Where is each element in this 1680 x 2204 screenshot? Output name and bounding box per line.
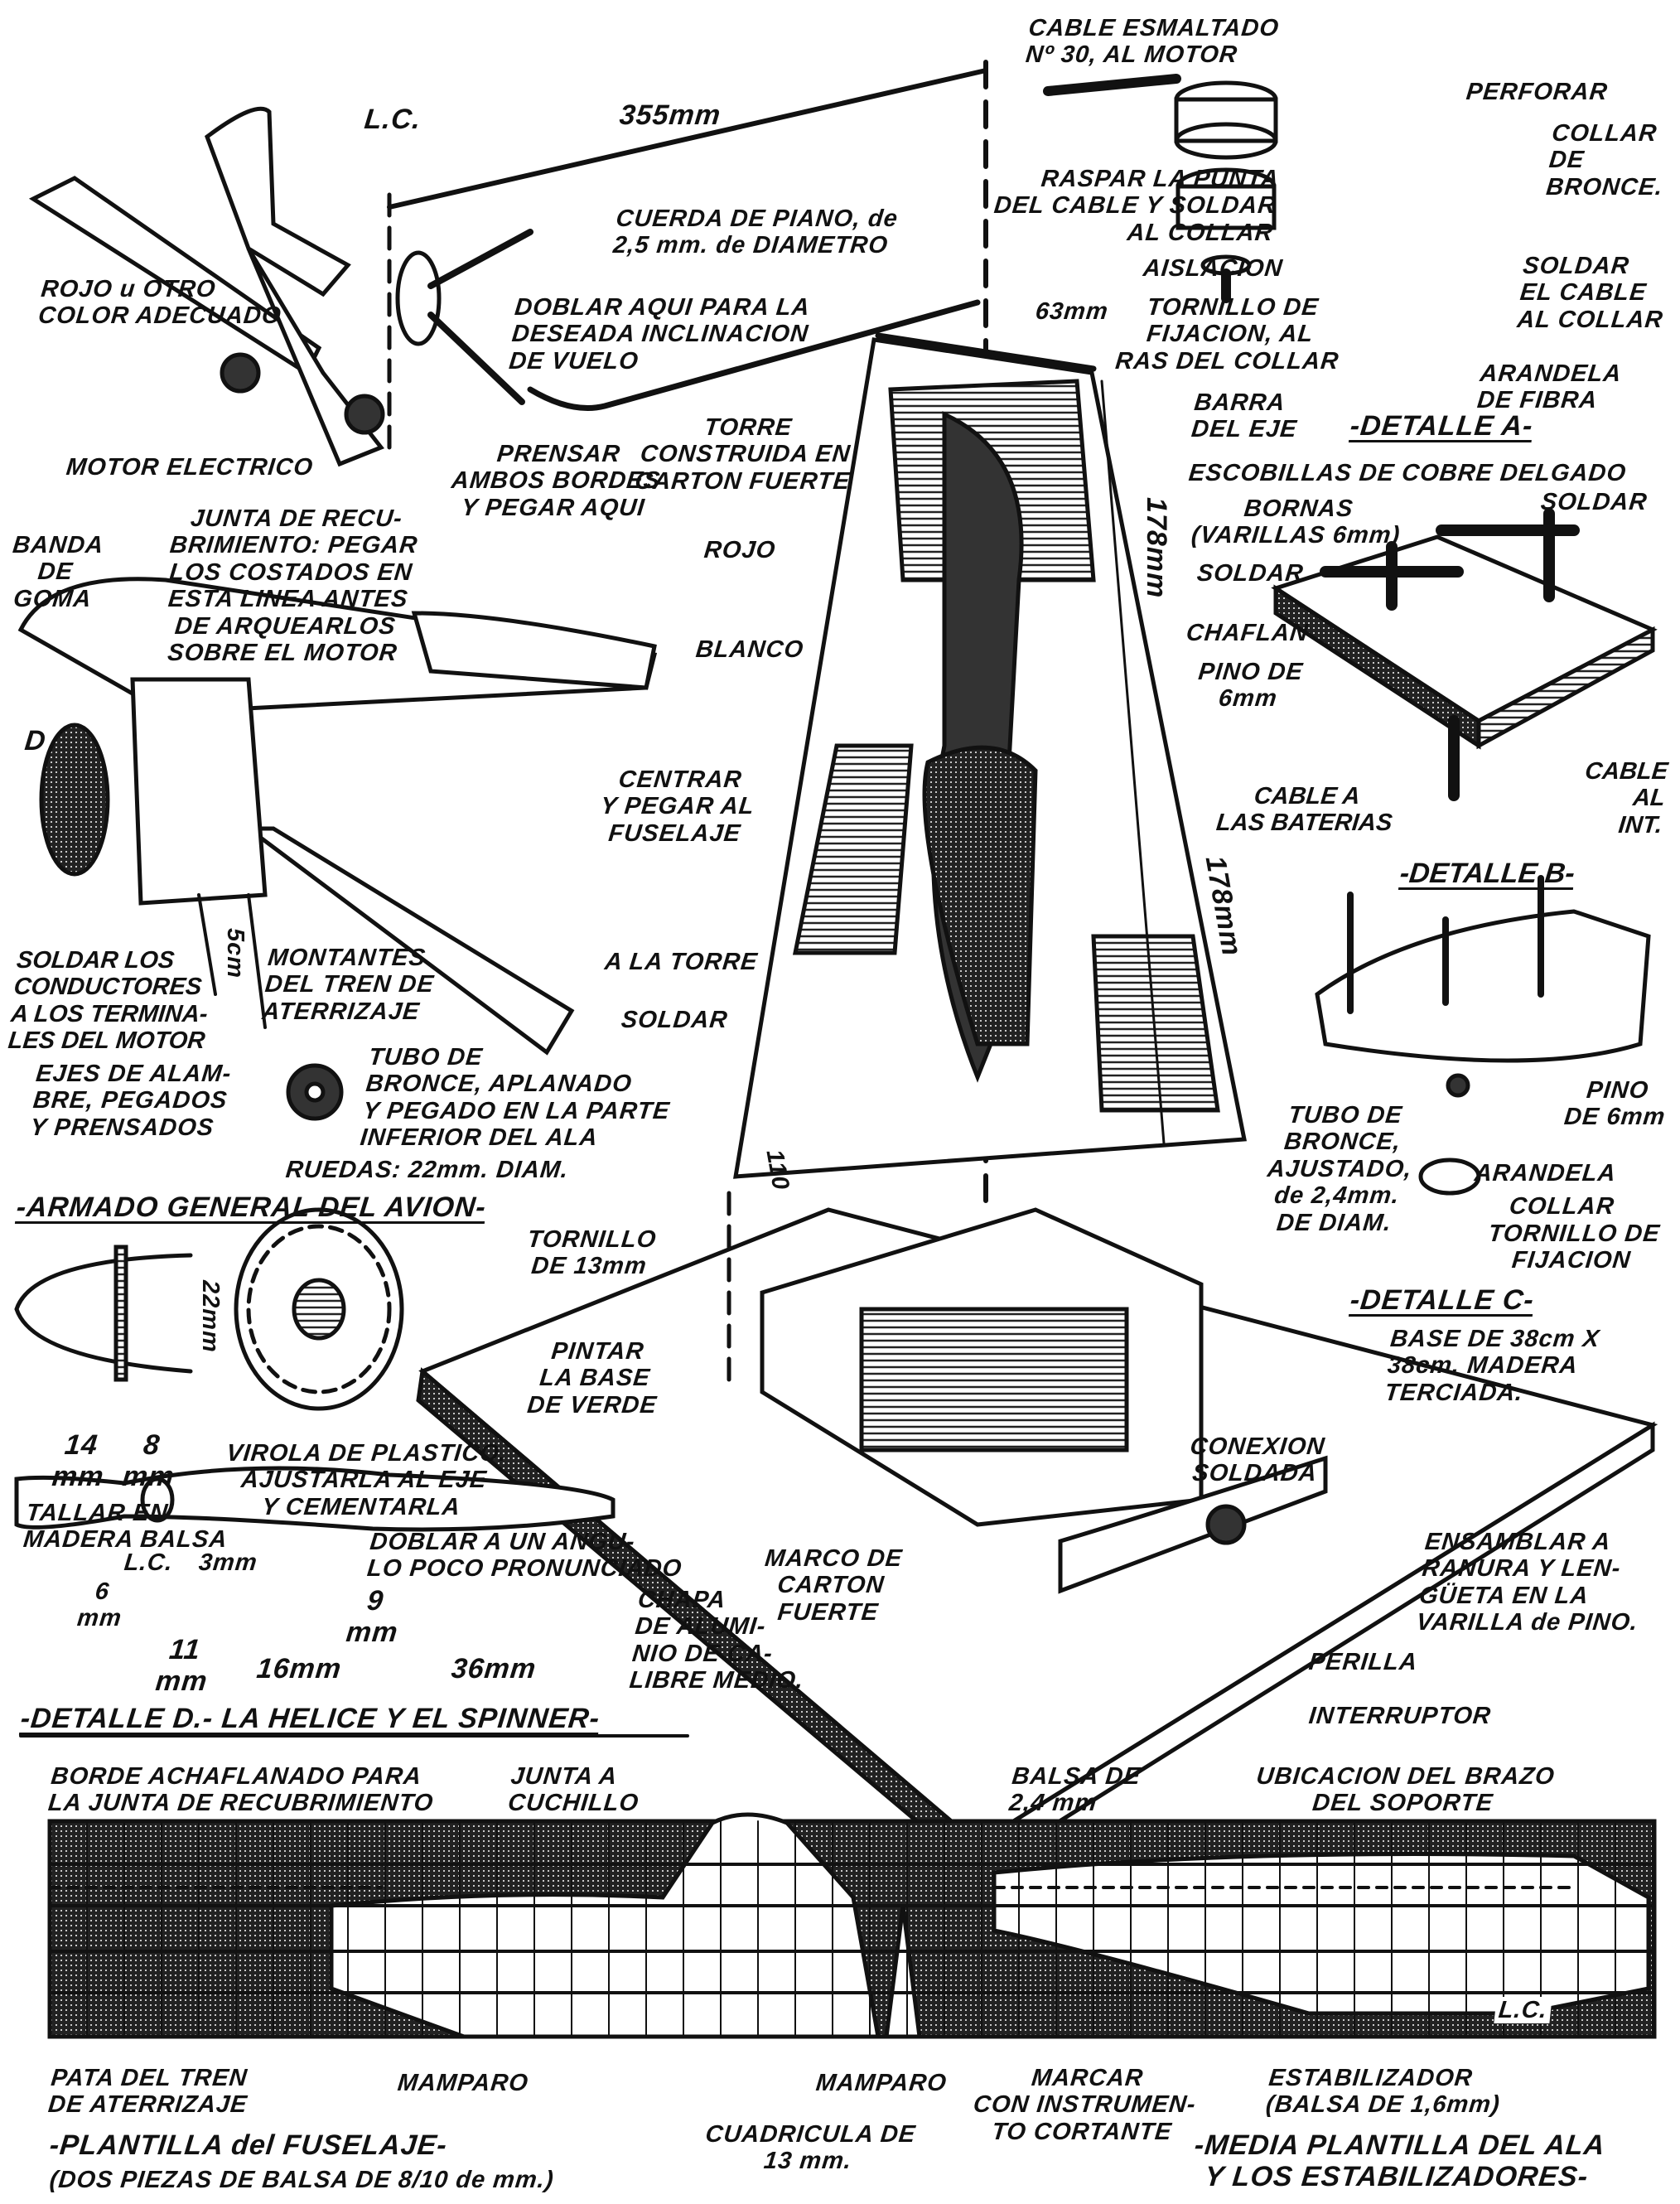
dim-36mm-label: 36mm bbox=[450, 1653, 538, 1684]
dim-16mm-label: 16mm bbox=[255, 1653, 344, 1684]
cable-int-label: CABLE AL INT. bbox=[1583, 758, 1670, 839]
wing-template-title: -MEDIA PLANTILLA DEL ALA Y LOS ESTABILIZ… bbox=[1193, 2129, 1607, 2193]
detail-d-title: -DETALLE D.- LA HELICE Y EL SPINNER- bbox=[19, 1703, 602, 1734]
balsa-24-label: BALSA DE 2,4 mm bbox=[1007, 1763, 1142, 1817]
prop-lc-label: L.C. bbox=[123, 1549, 175, 1576]
tubo-bronce-c-label: TUBO DE BRONCE, AJUSTADO, de 2,4mm. DE D… bbox=[1266, 1102, 1414, 1236]
flying-airplane-sketch bbox=[28, 60, 988, 1204]
piano-wire-label: CUERDA DE PIANO, de 2,5 mm. de DIAMETRO bbox=[611, 205, 900, 259]
detail-d-marker: D bbox=[23, 725, 48, 756]
enamel-cable-label: CABLE ESMALTADO Nº 30, AL MOTOR bbox=[1024, 15, 1281, 69]
perilla-label: PERILLA bbox=[1307, 1649, 1419, 1675]
perforar-label: PERFORAR bbox=[1465, 79, 1610, 105]
spinner-22mm-label: 22mm bbox=[197, 1280, 224, 1353]
red-color-label: ROJO u OTRO COLOR ADECUADO bbox=[36, 276, 283, 330]
tower-width-label: 63mm bbox=[1034, 298, 1110, 325]
pata-tren-label: PATA DEL TREN DE ATERRIZAJE bbox=[46, 2065, 249, 2119]
junta-recubrimiento-label: JUNTA DE RECU- BRIMIENTO: PEGAR LOS COST… bbox=[166, 505, 419, 667]
motor-electrico-label: MOTOR ELECTRICO bbox=[65, 454, 315, 481]
tallar-label: TALLAR EN MADERA BALSA bbox=[22, 1500, 229, 1554]
tower-sketch bbox=[733, 332, 1248, 1179]
cuadricula-label: CUADRICULA DE 13 mm. bbox=[704, 2121, 918, 2175]
doblar-angulo-label: DOBLAR A UN ANGU- LO POCO PRONUNCIADO bbox=[365, 1529, 683, 1583]
five-cm-label: 5cm bbox=[222, 928, 249, 979]
raspar-label: RASPAR LA PUNTA DEL CABLE Y SOLDAR AL CO… bbox=[992, 166, 1281, 246]
base-label: BASE DE 38cm X 38cm. MADERA TERCIADA. bbox=[1383, 1326, 1601, 1406]
mamparo-right-label: MAMPARO bbox=[814, 2070, 949, 2096]
soldar-conductores-label: SOLDAR LOS CONDUCTORES A LOS TERMINA- LE… bbox=[7, 947, 210, 1055]
chapa-aluminio-label: CHAPA DE ALUMI- NIO DE CA- LIBRE MEDIO. bbox=[628, 1587, 805, 1694]
fuselage-template-subtitle: (DOS PIEZAS DE BALSA DE 8/10 de mm.) bbox=[48, 2167, 556, 2193]
ubicacion-brazo-label: UBICACION DEL BRAZO DEL SOPORTE bbox=[1255, 1763, 1557, 1817]
fuselage-template-title: -PLANTILLA del FUSELAJE- bbox=[48, 2129, 449, 2161]
pino-b-label: PINO DE 6mm bbox=[1197, 659, 1305, 713]
dim-9mm-label: 9 mm bbox=[345, 1585, 400, 1649]
a-la-torre-label: A LA TORRE bbox=[603, 949, 760, 975]
barra-eje-label: BARRA DEL EJE bbox=[1190, 389, 1299, 443]
grid-lc-label: L.C. bbox=[1494, 1997, 1552, 2024]
soldar-right-label: SOLDAR bbox=[1539, 489, 1649, 515]
centerline-label: L.C. bbox=[363, 104, 423, 135]
tower-height-top-label: 178mm bbox=[1141, 497, 1172, 599]
soldar-cable-label: SOLDAR EL CABLE AL COLLAR bbox=[1515, 253, 1665, 333]
marcar-label: MARCAR CON INSTRUMEN- TO CORTANTE bbox=[972, 2065, 1198, 2145]
mamparo-left-label: MAMPARO bbox=[396, 2070, 530, 2096]
prensar-label: PRENSAR AMBOS BORDES Y PEGAR AQUI bbox=[450, 441, 662, 521]
centrar-label: CENTRAR Y PEGAR AL FUSELAJE bbox=[599, 766, 756, 847]
detail-b-board-sketch bbox=[1271, 508, 1658, 801]
tubo-bronce-label: TUBO DE BRONCE, APLANADO Y PEGADO EN LA … bbox=[359, 1044, 672, 1152]
assembly-title: -ARMADO GENERAL DEL AVION- bbox=[15, 1191, 488, 1223]
dim-3mm-label: 3mm bbox=[197, 1549, 259, 1576]
estabilizador-label: ESTABILIZADOR (BALSA DE 1,6mm) bbox=[1264, 2065, 1502, 2119]
ensamblar-label: ENSAMBLAR A RANURA Y LEN- GÜETA EN LA VA… bbox=[1415, 1529, 1639, 1636]
blanco-label: BLANCO bbox=[694, 636, 805, 663]
borde-achaflanado-label: BORDE ACHAFLANADO PARA LA JUNTA DE RECUB… bbox=[46, 1763, 435, 1817]
escobillas-label: ESCOBILLAS DE COBRE DELGADO bbox=[1187, 460, 1628, 486]
tornillo-fijacion-label: TORNILLO DE FIJACION, AL RAS DEL COLLAR bbox=[1113, 294, 1340, 375]
distance-355mm-label: 355mm bbox=[618, 99, 723, 131]
interruptor-label: INTERRUPTOR bbox=[1307, 1703, 1493, 1729]
chaflan-label: CHAFLAN bbox=[1185, 620, 1310, 646]
dim-6mm-label: 6 mm bbox=[75, 1578, 123, 1632]
aislacion-label: AISLACION bbox=[1142, 255, 1285, 282]
dim-11mm-label: 11 mm bbox=[154, 1634, 210, 1698]
soldar-tubo-label: SOLDAR bbox=[620, 1007, 730, 1033]
detail-a-collar-sketch bbox=[1043, 74, 1278, 303]
tower-title: TORRE CONSTRUIDA EN CARTON FUERTE bbox=[633, 414, 852, 495]
detail-b-title: -DETALLE B- bbox=[1398, 858, 1576, 889]
banda-goma-label: BANDA DE GOMA bbox=[11, 532, 105, 612]
virola-label: VIROLA DE PLASTICO. AJUSTARLA AL EJE Y C… bbox=[224, 1440, 509, 1520]
detail-c-board-sketch bbox=[1315, 875, 1651, 1196]
pintar-base-label: PINTAR LA BASE DE VERDE bbox=[525, 1338, 659, 1419]
arandela-c-label: ARANDELA bbox=[1473, 1160, 1618, 1187]
collar-label: COLLAR DE BRONCE. bbox=[1544, 120, 1665, 201]
dim-8mm-label: 8 mm bbox=[121, 1429, 176, 1493]
collar-c-label: COLLAR bbox=[1508, 1193, 1616, 1220]
rojo-label: ROJO bbox=[702, 537, 777, 563]
ruedas-label: RUEDAS: 22mm. DIAM. bbox=[284, 1157, 570, 1183]
detail-c-title: -DETALLE C- bbox=[1349, 1284, 1536, 1316]
detail-a-title: -DETALLE A- bbox=[1349, 410, 1535, 442]
pino-c-label: PINO DE 6mm bbox=[1562, 1077, 1668, 1131]
tornillo-13mm-label: TORNILLO DE 13mm bbox=[526, 1226, 659, 1280]
arandela-fibra-label: ARANDELA DE FIBRA bbox=[1475, 360, 1624, 414]
junta-cuchillo-label: JUNTA A CUCHILLO bbox=[506, 1763, 640, 1817]
template-grid bbox=[47, 1812, 1657, 2039]
bend-here-label: DOBLAR AQUI PARA LA DESEADA INCLINACION … bbox=[507, 294, 812, 375]
detail-d-spinner-sketch bbox=[14, 1207, 689, 1738]
conexion-soldada-label: CONEXION SOLDADA bbox=[1189, 1433, 1327, 1487]
montantes-label: MONTANTES DEL TREN DE ATERRIZAJE bbox=[260, 945, 436, 1025]
bornas-label: BORNAS (VARILLAS 6mm) bbox=[1190, 495, 1402, 549]
tornillo-c-label: TORNILLO DE FIJACION bbox=[1487, 1220, 1662, 1274]
soldar-left-label: SOLDAR bbox=[1195, 560, 1306, 587]
ejes-alambre-label: EJES DE ALAM- BRE, PEGADOS Y PRENSADOS bbox=[28, 1061, 234, 1141]
assembled-airplane-sketch bbox=[17, 577, 658, 1121]
dim-14mm-label: 14 mm bbox=[51, 1429, 106, 1493]
cable-baterias-label: CABLE A LAS BATERIAS bbox=[1214, 783, 1394, 837]
